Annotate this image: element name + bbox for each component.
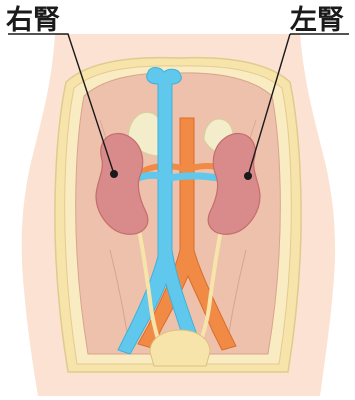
right-kidney-label: 右腎 — [6, 6, 60, 36]
left-kidney-pointer-dot — [244, 172, 252, 180]
left-kidney-label: 左腎 — [290, 6, 344, 36]
right-kidney-pointer-dot — [110, 170, 118, 178]
bladder — [150, 330, 210, 366]
